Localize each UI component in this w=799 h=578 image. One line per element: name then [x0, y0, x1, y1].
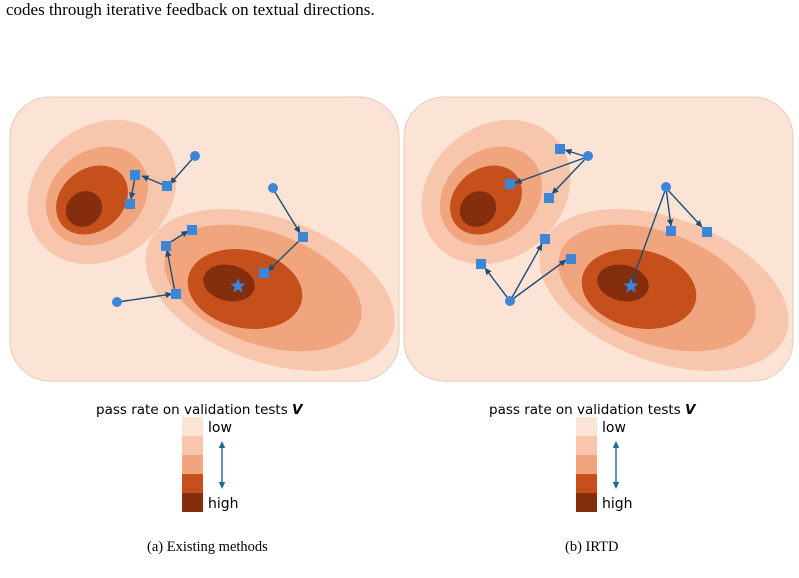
candidate-marker [566, 254, 576, 264]
start-point-marker [661, 182, 671, 192]
candidate-marker [125, 199, 135, 209]
optimum-star-marker [230, 278, 246, 293]
candidate-marker [298, 232, 308, 242]
legend-pass-rate: pass rate on validation tests V low high [489, 402, 697, 512]
optimum-star-marker [623, 278, 639, 293]
search-arrows [484, 148, 703, 302]
caption-a: (a) Existing methods [147, 539, 268, 555]
start-point-marker [268, 183, 278, 193]
candidate-marker [259, 268, 269, 278]
start-point-marker [583, 151, 593, 161]
legend-high-label: high [208, 496, 239, 512]
peak-upper-left [27, 119, 177, 265]
legend-pass-rate: pass rate on validation tests V low high [96, 402, 304, 512]
legend-low-label: low [208, 420, 232, 436]
search-markers [476, 144, 712, 306]
legend-title: pass rate on validation tests V [96, 402, 304, 418]
candidate-marker [666, 226, 676, 236]
legend-low-label: low [602, 420, 626, 436]
start-point-marker [190, 151, 200, 161]
candidate-marker [171, 289, 181, 299]
caption-continuation: codes through iterative feedback on text… [6, 0, 375, 19]
peak-lower-right [145, 209, 395, 371]
candidate-marker [544, 193, 554, 203]
caption-b: (b) IRTD [565, 539, 619, 555]
candidate-marker [162, 181, 172, 191]
panel-existing-methods: pass rate on validation tests V low high… [9, 96, 400, 555]
legend-title: pass rate on validation tests V [489, 402, 697, 418]
candidate-marker [702, 227, 712, 237]
candidate-marker [555, 144, 565, 154]
peak-upper-left [421, 119, 571, 265]
candidate-marker [130, 170, 140, 180]
peak-lower-right [539, 209, 789, 371]
start-point-marker [505, 296, 515, 306]
candidate-marker [505, 179, 515, 189]
candidate-marker [161, 241, 171, 251]
start-point-marker [112, 297, 122, 307]
search-markers [112, 151, 308, 307]
candidate-marker [187, 225, 197, 235]
candidate-marker [540, 234, 550, 244]
legend-high-label: high [602, 496, 633, 512]
candidate-marker [476, 259, 486, 269]
panel-irtd: pass rate on validation tests V low high… [403, 96, 794, 555]
